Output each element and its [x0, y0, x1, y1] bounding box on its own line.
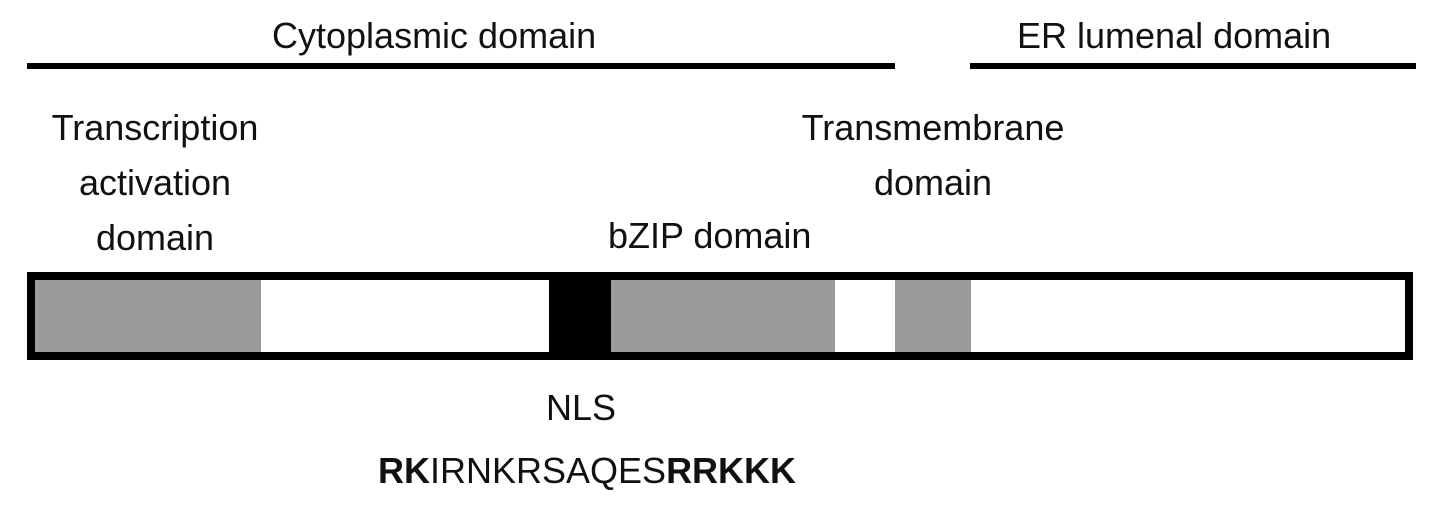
- transcription-activation-label-line-3: domain: [95, 217, 215, 258]
- transcription-activation-domain-segment: [35, 280, 261, 352]
- transcription-activation-label-line-2: activation: [78, 162, 232, 203]
- cytoplasmic-domain-label: Cytoplasmic domain: [272, 15, 597, 56]
- transmembrane-label-line-2: domain: [873, 162, 993, 203]
- transmembrane-label-line-1: Transmembrane: [801, 107, 1065, 148]
- nls-sequence-bold-start: RK: [378, 450, 430, 491]
- cytoplasmic-domain-line: [27, 63, 895, 69]
- er-lumenal-domain-label: ER lumenal domain: [1017, 15, 1332, 56]
- protein-bar: [27, 272, 1413, 360]
- nls-segment: [549, 280, 611, 352]
- transmembrane-domain-segment: [895, 280, 971, 352]
- nls-sequence-middle: IRNKRSAQES: [430, 450, 667, 491]
- bzip-domain-segment: [611, 280, 835, 352]
- transcription-activation-label-line-1: Transcription: [51, 107, 259, 148]
- nls-label: NLS: [546, 387, 617, 428]
- transmembrane-domain-label: Transmembrane domain: [780, 100, 1086, 210]
- bzip-domain-label: bZIP domain: [608, 215, 812, 256]
- nls-sequence-bold-end: RRKKK: [666, 450, 797, 491]
- nls-sequence: RKIRNKRSAQESRRKKK: [378, 445, 796, 497]
- transcription-activation-domain-label: Transcription activation domain: [34, 100, 276, 265]
- er-lumenal-domain-line: [970, 63, 1416, 69]
